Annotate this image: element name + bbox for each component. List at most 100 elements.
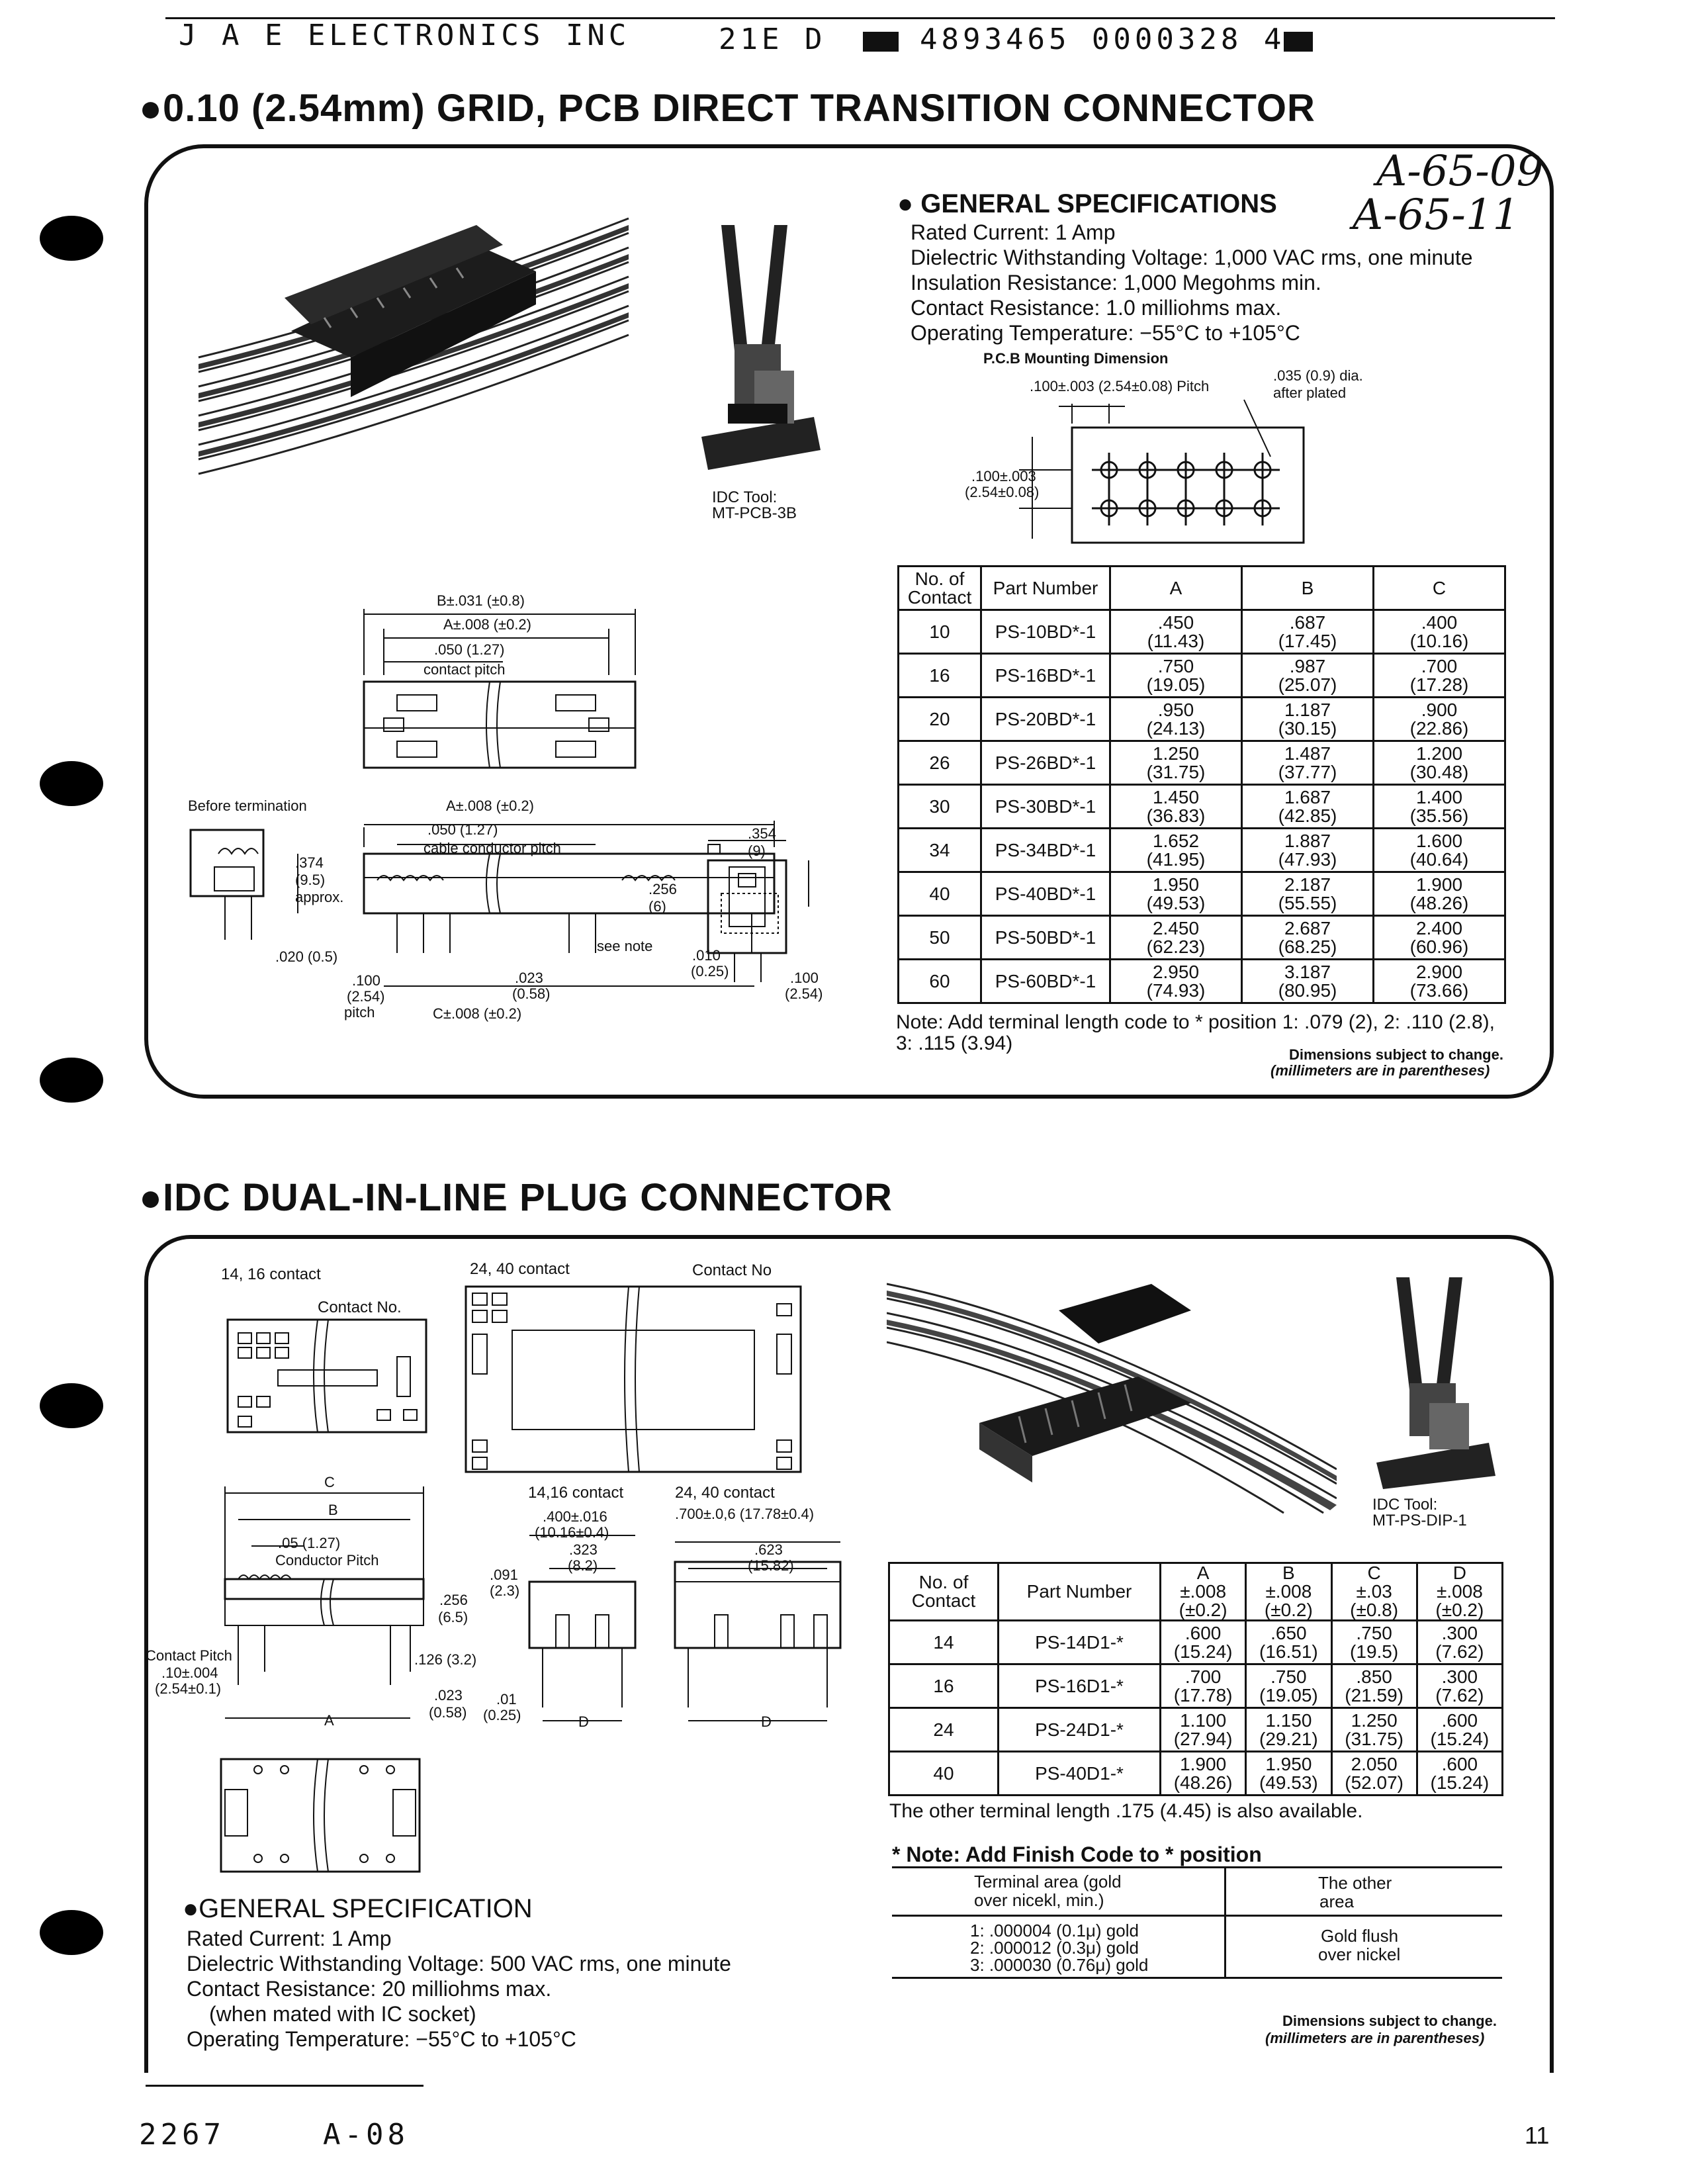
t1-dimension-cell: 1.900(48.26) [1372, 871, 1506, 917]
dim2-623-mm: (15.82) [748, 1557, 794, 1574]
spec-title: ● GENERAL SPECIFICATIONS [897, 189, 1277, 218]
punch-hole [40, 761, 103, 806]
label-24-40: 24, 40 contact [470, 1260, 570, 1278]
t1-dimension-cell: 1.887(47.93) [1241, 827, 1374, 873]
contact-no-2: Contact No [692, 1261, 772, 1279]
t1-dimension-cell: 1.652(41.95) [1109, 827, 1243, 873]
header-block [1284, 32, 1313, 52]
t2-contacts-cell: 16 [888, 1663, 999, 1709]
dim-100-right: .100 [790, 970, 819, 986]
dim2-contact-pitch: Contact Pitch [146, 1647, 232, 1664]
dim-010: .010 [692, 947, 721, 964]
t1-dimension-cell: .900(22.86) [1372, 696, 1506, 742]
label-14-16: 14, 16 contact [221, 1265, 321, 1283]
dim2-091: .091 [490, 1567, 518, 1583]
dim-a2: A±.008 (±0.2) [446, 797, 534, 814]
header-rule [165, 17, 1555, 19]
t1-dimension-cell: 1.400(35.56) [1372, 784, 1506, 829]
pcb-hole-pattern [1019, 397, 1323, 559]
dim-see-note: see note [597, 938, 653, 954]
t1-part-number-cell: PS-60BD*-1 [980, 958, 1111, 1004]
dim2-126: .126 (3.2) [414, 1651, 477, 1668]
connector-side-drawings [185, 821, 809, 996]
dip-plug-end-views [523, 1522, 854, 1744]
dim2-cp2: (2.54±0.1) [155, 1680, 222, 1697]
pcb-pitch: .100±.003 (2.54±0.08) Pitch [1030, 378, 1210, 394]
pcb-row-pitch: .100±.003 [971, 468, 1036, 484]
contact-no-1: Contact No. [318, 1298, 402, 1316]
dim2-023: .023 [434, 1687, 463, 1704]
th-part-number: Part Number [980, 565, 1111, 611]
t1-dimension-cell: 2.187(55.55) [1241, 871, 1374, 917]
footer-code: 2267 [139, 2118, 225, 2152]
dim-100-right-mm: (2.54) [785, 985, 823, 1002]
dim-354-mm: (9) [748, 842, 766, 859]
punch-hole [40, 1910, 103, 1955]
dim2-label-1416: 14,16 contact [528, 1484, 624, 1502]
t1-dimension-cell: .687(17.45) [1241, 609, 1374, 655]
dim-b: B±.031 (±0.8) [437, 592, 525, 609]
dim2-256: .256 [439, 1592, 468, 1608]
t2-dimension-cell: 1.100(27.94) [1159, 1707, 1247, 1752]
pcb-hole-dia: .035 (0.9) dia. [1273, 367, 1363, 384]
finish-v2: over nickel [1318, 1944, 1401, 1964]
dim2-256-mm: (6.5) [438, 1609, 468, 1625]
t2-contacts-cell: 14 [888, 1619, 999, 1665]
dim-020: .020 (0.5) [275, 948, 338, 965]
t1-dimension-cell: .950(24.13) [1109, 696, 1243, 742]
section1-title: ●0.10 (2.54mm) GRID, PCB DIRECT TRANSITI… [139, 87, 1315, 130]
t1-dimension-cell: .400(10.16) [1372, 609, 1506, 655]
t2-dimension-cell: .600(15.24) [1159, 1619, 1247, 1665]
t1-part-number-cell: PS-50BD*-1 [980, 915, 1111, 960]
th-b: B [1241, 565, 1374, 611]
dim2-note2: (millimeters are in parentheses) [1265, 2030, 1485, 2046]
t1-dimension-cell: 2.950(74.93) [1109, 958, 1243, 1004]
dim-256-mm: (6) [648, 898, 666, 915]
t1-dimension-cell: 2.450(62.23) [1109, 915, 1243, 960]
finish-h1b: over nicekl, min.) [974, 1890, 1104, 1910]
dim2-400-mm: (10.16±0.4) [535, 1524, 609, 1541]
dim-note: Dimensions subject to change. [1289, 1046, 1503, 1063]
t1-dimension-cell: .750(19.05) [1109, 653, 1243, 698]
section1-note2: 3: .115 (3.94) [896, 1032, 1013, 1054]
spec2-contact-resistance: Contact Resistance: 20 milliohms max. [187, 1977, 552, 2001]
pcb-title: P.C.B Mounting Dimension [983, 350, 1169, 367]
t2-part-number-cell: PS-40D1-* [997, 1751, 1161, 1796]
t2-dimension-cell: 1.150(29.21) [1245, 1707, 1333, 1752]
dim-note2: (millimeters are in parentheses) [1270, 1062, 1490, 1079]
spec-rated-current: Rated Current: 1 Amp [911, 220, 1116, 244]
dim2-400: .400±.016 [543, 1508, 607, 1525]
dim2-b: B [328, 1502, 338, 1518]
spec2-rated-current: Rated Current: 1 Amp [187, 1927, 392, 1950]
section1-panel [144, 144, 1554, 1099]
dim2-700: .700±.0,6 (17.78±0.4) [675, 1506, 815, 1522]
t1-dimension-cell: 1.200(30.48) [1372, 740, 1506, 786]
dim2-091-mm: (2.3) [490, 1582, 520, 1599]
t2-contacts-cell: 40 [888, 1751, 999, 1796]
punch-hole [40, 216, 103, 261]
dim-023: .023 [515, 970, 543, 986]
finish-divider-v [1224, 1868, 1226, 1977]
t2-dimension-cell: .650(16.51) [1245, 1619, 1333, 1665]
dim-256: .256 [648, 881, 677, 897]
t1-contacts-cell: 10 [897, 609, 982, 655]
t1-part-number-cell: PS-30BD*-1 [980, 784, 1111, 829]
t1-part-number-cell: PS-20BD*-1 [980, 696, 1111, 742]
t1-dimension-cell: 1.187(30.15) [1241, 696, 1374, 742]
dim-pitch-word: pitch [344, 1004, 375, 1021]
spec2-dielectric: Dielectric Withstanding Voltage: 500 VAC… [187, 1952, 731, 1976]
th2-c: C±.03(±0.8) [1330, 1562, 1418, 1621]
dim2-label-2440: 24, 40 contact [675, 1484, 775, 1502]
header-number: 4893465 0000328 4 [920, 23, 1286, 56]
t1-dimension-cell: 3.187(80.95) [1241, 958, 1374, 1004]
connector-photo [192, 199, 642, 480]
dim-pitch-label: contact pitch [424, 661, 506, 678]
t1-contacts-cell: 26 [897, 740, 982, 786]
